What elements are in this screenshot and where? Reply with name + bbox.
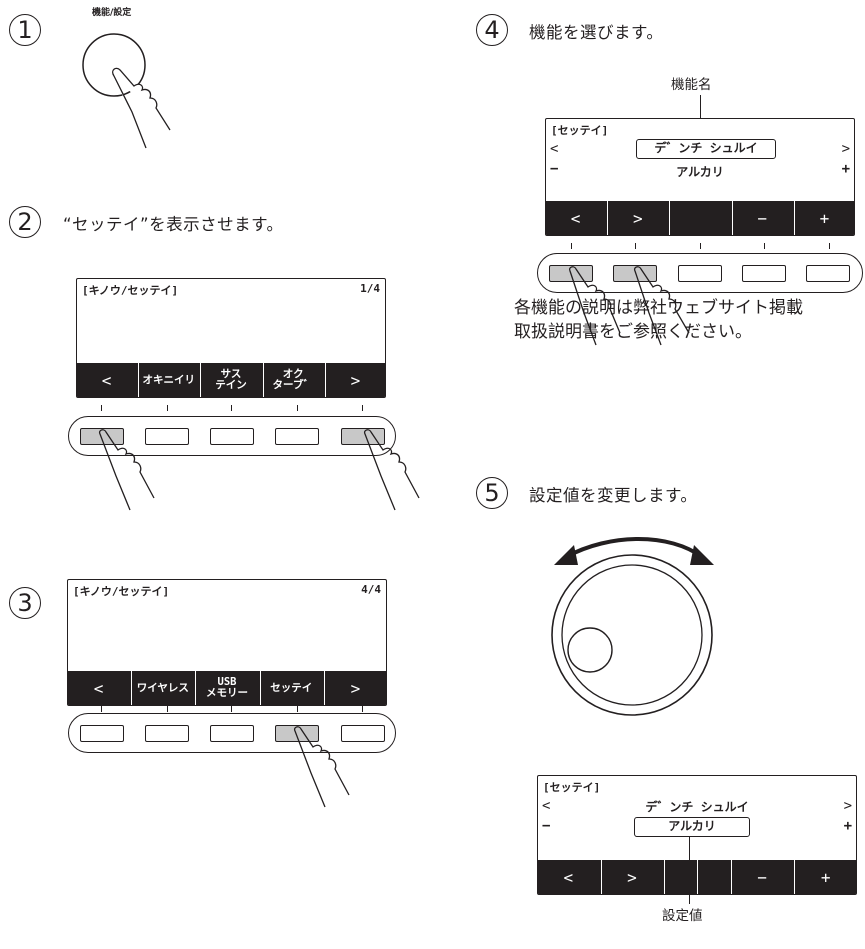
step-4-text: 機能を選びます。 [529,23,664,42]
pressing-finger-icon [363,429,420,511]
soft-label-prev: < [77,363,137,397]
soft-label-next: > [323,671,386,705]
soft-button-bar: < オキニイリ サス テイン オク ターブ゛ > [77,363,385,397]
soft-label-minus: − [731,201,792,235]
soft-button-5[interactable] [341,725,385,742]
soft-label-favorites: オキニイリ [138,363,199,397]
soft-button-row [68,713,396,753]
soft-label-next: > [324,363,385,397]
minus-indicator: − [542,818,551,834]
soft-label-plus: + [793,201,854,235]
rotate-arrow-icon [565,537,704,559]
step-2-text: “セッテイ”を表示させます。 [63,215,284,234]
soft-label-prev: < [546,201,606,235]
step-2-number: 2 [9,206,41,238]
soft-button-4[interactable] [275,725,319,742]
plus-indicator: + [843,818,852,834]
soft-label-prev: < [538,860,599,894]
lcd-title: [セッテイ] [551,124,609,137]
soft-label-prev: < [68,671,130,705]
pressing-finger-icon [112,67,171,149]
setting-value-field: アルカリ [634,817,750,837]
soft-button-4[interactable] [275,428,319,445]
soft-label-sustain: サス テイン [200,363,261,397]
soft-button-2[interactable] [145,428,189,445]
setting-value: アルカリ [676,165,724,179]
lcd-title: [セッテイ] [543,781,601,794]
lcd-screen-settings: [セッテイ] デ゛ンチ シュルイ < > − + アルカリ < > − + [545,118,855,236]
soft-button-2[interactable] [145,725,189,742]
pressing-finger-icon [293,726,350,808]
step-5-text: 設定値を変更します。 [529,486,698,505]
soft-label-usb-memory: USB メモリー [195,671,258,705]
soft-button-bar: < > − + [546,201,854,235]
soft-label-next: > [607,201,668,235]
step-1-number: 1 [9,14,41,46]
soft-button-3[interactable] [210,428,254,445]
soft-button-3[interactable] [678,265,722,282]
minus-indicator: − [550,161,559,177]
lcd-page-indicator: 4/4 [361,583,381,596]
lcd-screen-settings-value: [セッテイ] デ゛ンチ シュルイ < > − + アルカリ < > − + [537,775,857,895]
lcd-title: [キノウ/セッテイ] [82,284,179,297]
soft-button-2[interactable] [613,265,657,282]
soft-label-empty [669,201,730,235]
soft-button-3[interactable] [210,725,254,742]
soft-button-row [68,416,396,456]
step-3-number: 3 [9,587,41,619]
soft-button-1[interactable] [80,428,124,445]
function-button[interactable] [70,20,200,150]
note-line-1: 各機能の説明は弊社ウェブサイト掲載 [514,298,803,318]
function-name-callout: 機能名 [671,77,712,93]
right-indicator: > [843,798,852,814]
right-indicator: > [841,141,850,157]
pressing-finger-icon [568,266,621,346]
plus-indicator: + [841,161,850,177]
soft-button-bar: < ワイヤレス USB メモリー セッテイ > [68,671,386,705]
soft-label-plus: + [794,860,856,894]
left-indicator: < [550,141,559,157]
soft-label-wireless: ワイヤレス [131,671,194,705]
lcd-screen-page4: [キノウ/セッテイ] 4/4 < ワイヤレス USB メモリー セッテイ > [67,579,387,706]
function-name-field: デ゛ンチ シュルイ [636,139,776,159]
soft-label-settings: セッテイ [259,671,322,705]
soft-button-5[interactable] [341,428,385,445]
step-4-number: 4 [476,14,508,46]
step-5-number: 5 [476,477,508,509]
soft-label-next: > [600,860,663,894]
note-line-2: 取扱説明書をご参照ください。 [514,322,752,342]
pressing-finger-icon [633,266,690,346]
soft-button-4[interactable] [742,265,786,282]
lcd-title: [キノウ/セッテイ] [73,585,170,598]
soft-label-minus: − [730,860,793,894]
soft-label-octave: オク ターブ゛ [262,363,323,397]
setting-value-callout: 設定値 [662,908,703,924]
dial[interactable] [550,525,720,745]
left-indicator: < [542,798,551,814]
function-button-label: 機能/設定 [92,8,132,18]
soft-button-bar: < > − + [538,860,856,894]
pressing-finger-icon [98,429,155,511]
soft-button-5[interactable] [806,265,850,282]
soft-label-empty [697,860,729,894]
soft-button-1[interactable] [80,725,124,742]
lcd-screen-page1: [キノウ/セッテイ] 1/4 < オキニイリ サス テイン オク ターブ゛ > [76,278,386,398]
function-name: デ゛ンチ シュルイ [645,800,749,814]
soft-label-empty [664,860,696,894]
lcd-page-indicator: 1/4 [360,282,380,295]
